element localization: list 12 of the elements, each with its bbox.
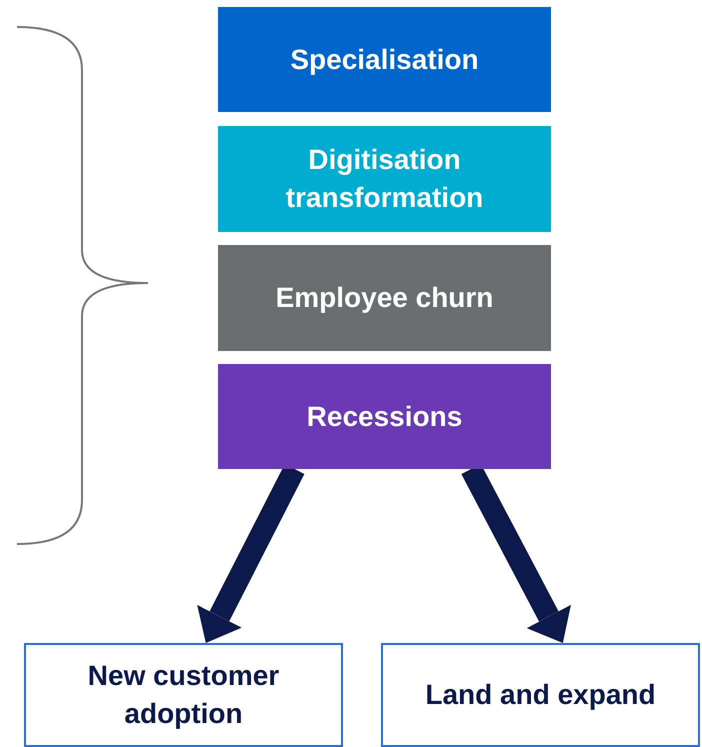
category-box — [218, 126, 551, 232]
box-label: New customer adoption — [86, 659, 280, 731]
box-label: Digitisation transformation — [284, 143, 484, 215]
category-box — [218, 245, 551, 351]
box-label: Specialisation — [290, 42, 479, 77]
outcome-box — [24, 643, 343, 747]
box-label: Land and expand — [425, 678, 656, 712]
category-box — [218, 7, 551, 112]
outcome-box — [381, 643, 700, 747]
box-label: Recessions — [306, 400, 462, 434]
category-box — [218, 364, 551, 469]
box-label: Employee churn — [276, 281, 494, 315]
